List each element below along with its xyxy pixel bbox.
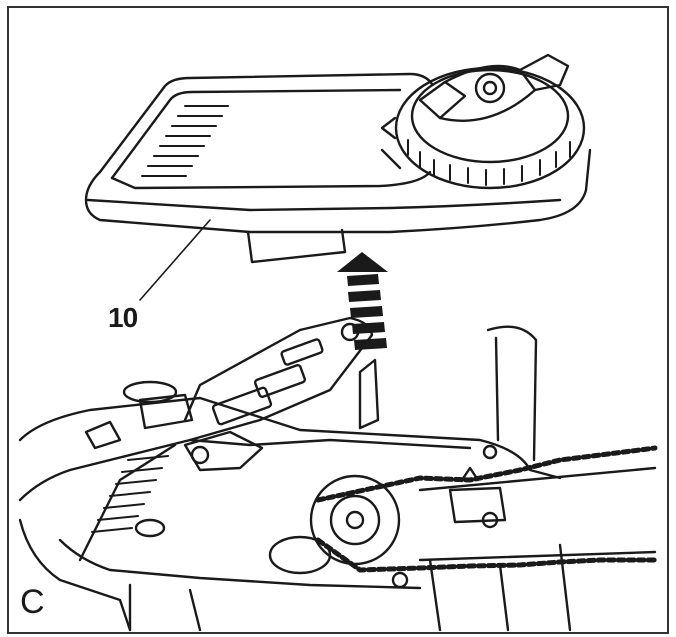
- cover-vent-slots: [141, 105, 229, 177]
- chainsaw-body: [18, 316, 572, 632]
- body-vent-slots: [91, 455, 169, 533]
- saw-chain: [268, 445, 658, 589]
- callout-label-10: 10: [108, 302, 138, 333]
- callout-leader-line: [139, 219, 211, 301]
- figure-frame: [7, 6, 669, 634]
- panel-label: C: [20, 583, 45, 621]
- tension-knob: [394, 53, 586, 190]
- lift-arrow: [337, 252, 388, 350]
- rear-handle: [486, 325, 538, 462]
- chain-cover: [84, 53, 592, 264]
